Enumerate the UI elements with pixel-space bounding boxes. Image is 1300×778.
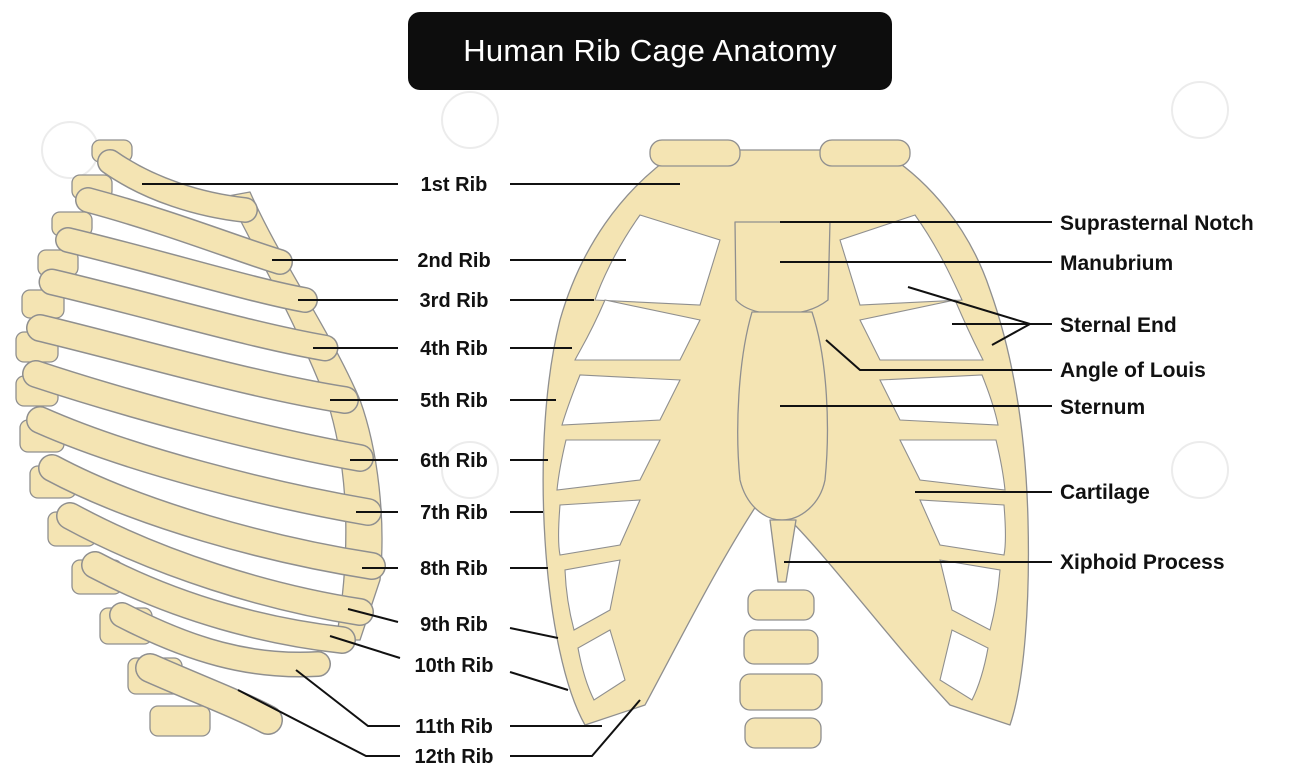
xiphoid-process (769, 519, 797, 583)
diagram-title: Human Rib Cage Anatomy (463, 33, 837, 68)
label-2nd-rib: 2nd Rib (417, 250, 490, 272)
left-clavicle (649, 139, 741, 167)
label-10th-rib: 10th Rib (415, 655, 494, 677)
sternum (737, 311, 829, 521)
label-6th-rib: 6th Rib (420, 450, 488, 472)
label-7th-rib: 7th Rib (420, 502, 488, 524)
right-clavicle (819, 139, 911, 167)
title-box: Human Rib Cage Anatomy (408, 12, 892, 90)
structure-labels: Suprasternal Notch Manubrium Sternal End… (1060, 212, 1254, 574)
label-4th-rib: 4th Rib (420, 338, 488, 360)
label-5th-rib: 5th Rib (420, 390, 488, 412)
label-angle-of-louis: Angle of Louis (1060, 359, 1206, 382)
manubrium (734, 221, 831, 315)
anterior-rib-cage (542, 139, 1030, 749)
rib-labels: 1st Rib 2nd Rib 3rd Rib 4th Rib 5th Rib … (415, 174, 494, 768)
lateral-ribs (22, 149, 386, 735)
label-11th-rib: 11th Rib (415, 716, 493, 738)
label-9th-rib: 9th Rib (420, 614, 488, 636)
label-8th-rib: 8th Rib (420, 558, 488, 580)
leader-lines (142, 183, 1052, 757)
label-suprasternal-notch: Suprasternal Notch (1060, 212, 1254, 235)
lateral-rib-cage (15, 139, 386, 737)
anterior-spine (739, 589, 823, 749)
label-manubrium: Manubrium (1060, 252, 1173, 275)
anterior-rib-gaps (556, 214, 1007, 701)
label-cartilage: Cartilage (1060, 481, 1150, 504)
label-sternum: Sternum (1060, 396, 1145, 419)
label-12th-rib: 12th Rib (415, 746, 494, 768)
label-3rd-rib: 3rd Rib (420, 290, 489, 312)
label-1st-rib: 1st Rib (421, 174, 488, 196)
label-sternal-end: Sternal End (1060, 314, 1177, 337)
label-xiphoid-process: Xiphoid Process (1060, 551, 1225, 574)
